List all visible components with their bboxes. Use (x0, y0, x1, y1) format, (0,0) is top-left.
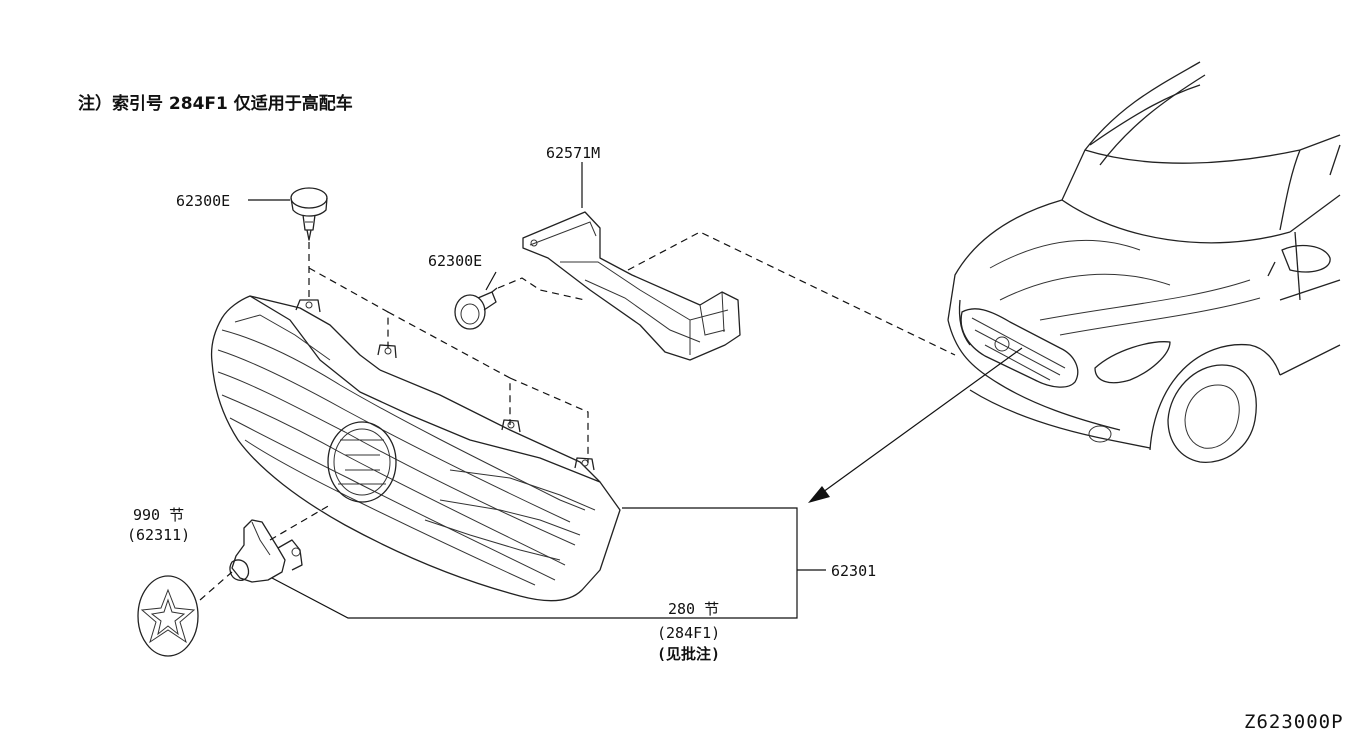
dashed-guide-lines (199, 231, 956, 601)
drawing-code: Z623000P (1244, 711, 1344, 733)
label-see-note: (见批注) (657, 645, 720, 663)
label-section-280: 280 节 (668, 600, 719, 618)
header-note: 注）索引号 284F1 仅适用于高配车 (78, 93, 353, 114)
label-62571M: 62571M (546, 144, 600, 162)
part-62300E-clip-lower (454, 287, 498, 330)
part-62301-grille (210, 295, 621, 602)
vehicle-pointer-arrow (808, 347, 1023, 503)
label-62300E-upper: 62300E (176, 192, 230, 210)
label-62301: 62301 (831, 562, 876, 580)
label-section-990-code: (62311) (127, 526, 190, 544)
label-62300E-lower: 62300E (428, 252, 482, 270)
part-62311-emblem (137, 575, 199, 657)
vehicle-illustration (947, 61, 1341, 463)
label-section-280-code: (284F1) (657, 624, 720, 642)
label-section-990: 990 节 (133, 506, 184, 524)
part-284F1-camera-bracket (229, 519, 303, 583)
leader-lines (248, 162, 826, 619)
part-62571M-shroud (522, 211, 741, 361)
part-62300E-clip-upper (290, 187, 328, 241)
